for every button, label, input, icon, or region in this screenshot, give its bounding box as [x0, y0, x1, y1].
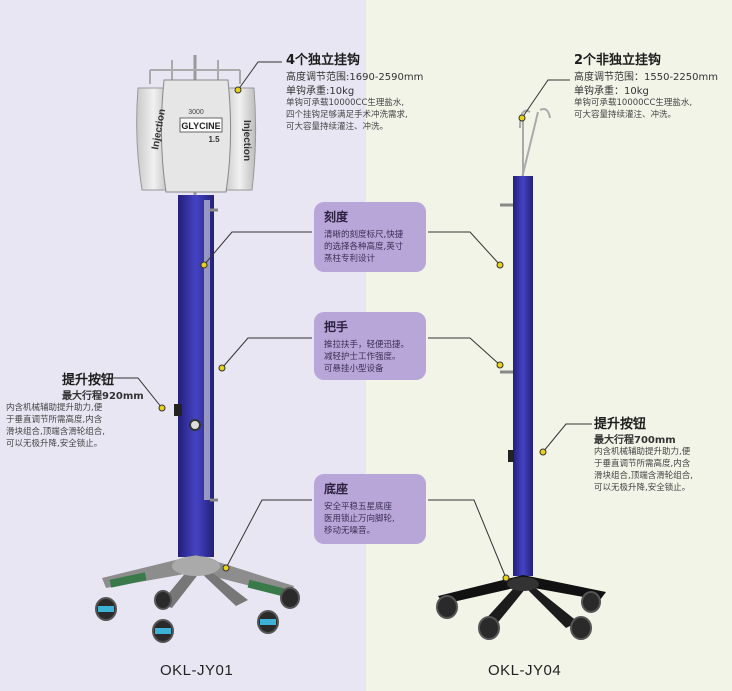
bag-label-glycine: GLYCINE [181, 121, 220, 131]
lift-left-travel: 最大行程920mm [62, 391, 144, 402]
hooks2-load: 单钩承重：10kg [574, 86, 649, 97]
caster-wheels-right [436, 591, 601, 640]
lift-button-right [508, 450, 514, 462]
wheel-locks [98, 606, 276, 634]
handle-feature-box: 把手 推拉扶手，轻便迅捷。 减轻护士工作强度。 可悬挂小型设备 [314, 312, 426, 380]
hooks2-desc: 单钩可承载10000CC生理盐水,可大容量持续灌注、冲洗。 [574, 98, 693, 120]
hooks2-height-range: 高度调节范围：1550-2250mm [574, 72, 718, 83]
callout-pointers [158, 86, 547, 582]
bag-label-plate [179, 117, 223, 133]
base-title: 底座 [324, 482, 349, 496]
hooks4-title: 4个独立挂钩 [286, 53, 361, 68]
handle-title: 把手 [324, 320, 349, 334]
scale-feature-box: 刻度 清晰的刻度标尺,快捷 的选择各种高度,英寸 蒸柱专利设计 [314, 202, 426, 272]
bag-label-volume: 3000 [188, 109, 204, 116]
scale-strip [204, 200, 210, 500]
lift-left-desc: 内含机械辅助提升助力,便于垂直调节所需高度,内含滑块组合,顶端含滑轮组合,可以无… [6, 403, 105, 449]
iv-bag-center [160, 79, 232, 193]
hooks4-height-range: 高度调节范围:1690-2590mm [286, 72, 424, 83]
pulley-knob [189, 419, 201, 431]
lift-right-travel: 最大行程700mm [594, 435, 676, 446]
stand-okl-jy04 [436, 108, 606, 640]
stand-okl-jy01: GLYCINE 3000 1.5 Injection Injection [95, 55, 300, 643]
non-independent-hooks [519, 108, 551, 179]
lift-button [174, 404, 182, 416]
base-feature-box: 底座 安全平稳五星底座 医用锁止万向脚轮, 移动无噪音。 [314, 474, 426, 544]
lift-right-desc: 内含机械辅助提升助力,便于垂直调节所需高度,内含滑块组合,顶端含滑轮组合,可以无… [594, 447, 693, 493]
lift-right-title: 提升按钮 [594, 417, 647, 432]
hooks4-load: 单钩承重:10kg [286, 86, 355, 97]
caster-wheels [95, 587, 300, 643]
model-label-left: OKL-JY01 [160, 662, 234, 679]
model-label-right: OKL-JY04 [488, 662, 562, 679]
scale-title: 刻度 [324, 210, 349, 224]
callout-leader-lines [112, 61, 592, 579]
hook-frame [149, 60, 241, 84]
bag-label-concentration: 1.5 [208, 135, 220, 144]
hooks2-title: 2个非独立挂钩 [574, 53, 662, 68]
hooks4-desc: 单钩可承载10000CC生理盐水,四个挂钩足够满足手术冲洗需求,可大容量持续灌注… [286, 98, 408, 132]
lift-left-title: 提升按钮 [62, 373, 115, 388]
pole-column-right [513, 176, 533, 576]
bag-label-injection-right: Injection [241, 120, 252, 161]
